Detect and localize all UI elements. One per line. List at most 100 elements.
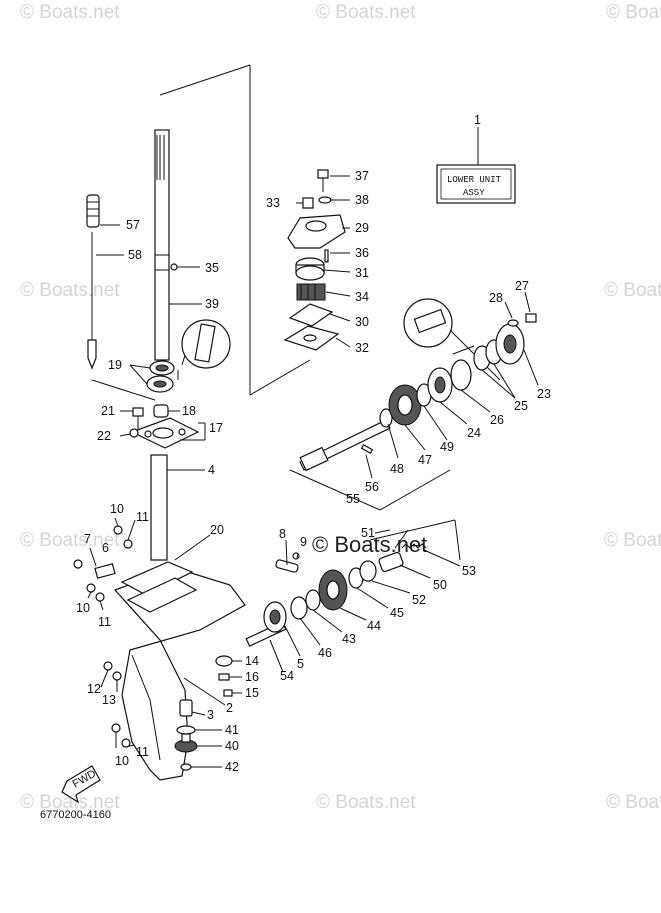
part-label-19: 19	[108, 358, 122, 372]
seal-16[interactable]	[218, 673, 230, 681]
bearing-5[interactable]	[263, 601, 287, 633]
part-label-11a: 11	[136, 510, 149, 524]
part-label-52: 52	[412, 593, 426, 607]
part-label-2: 2	[226, 701, 233, 715]
collar[interactable]	[153, 404, 169, 418]
part-label-46: 46	[318, 646, 332, 660]
shim-43[interactable]	[305, 589, 321, 611]
upper-gasket[interactable]	[120, 561, 198, 613]
shift-rod[interactable]	[87, 232, 97, 370]
shift-plunger[interactable]	[394, 529, 409, 549]
part-label-56: 56	[365, 480, 379, 494]
part-label-5: 5	[297, 657, 304, 671]
washer-22[interactable]	[129, 428, 139, 438]
part-label-54: 54	[280, 669, 294, 683]
pin[interactable]	[170, 263, 178, 271]
part-label-38: 38	[355, 193, 369, 207]
part-label-58: 58	[128, 248, 142, 262]
propeller-shaft[interactable]	[299, 419, 391, 472]
watermark: © Boats.net	[604, 530, 661, 551]
part-label-50: 50	[433, 578, 447, 592]
water-tube[interactable]	[150, 454, 168, 561]
spring-53[interactable]	[401, 543, 427, 549]
pump-housing[interactable]	[287, 214, 346, 249]
part-label-49: 49	[440, 440, 454, 454]
bushing-3[interactable]	[179, 699, 193, 717]
part-label-37: 37	[355, 169, 369, 183]
part-label-34: 34	[355, 290, 369, 304]
part-label-55: 55	[346, 492, 360, 506]
part-label-42: 42	[225, 760, 239, 774]
part-label-11b: 11	[98, 615, 111, 629]
pump-bolt[interactable]	[317, 169, 329, 192]
nut-42[interactable]	[180, 763, 192, 771]
reverse-gear[interactable]	[388, 384, 422, 426]
shim-46[interactable]	[290, 596, 308, 620]
grease-callout	[181, 319, 231, 369]
part-label-48: 48	[390, 462, 404, 476]
part-label-11c: 11	[136, 745, 149, 759]
plate-6[interactable]	[94, 563, 116, 579]
part-label-35: 35	[205, 261, 219, 275]
part-label-29: 29	[355, 221, 369, 235]
part-label-30: 30	[355, 315, 369, 329]
pump-gasket[interactable]	[288, 303, 334, 327]
screw-15[interactable]	[223, 689, 233, 697]
leader-lines	[87, 175, 539, 768]
screw-7[interactable]	[73, 559, 83, 569]
part-label-23: 23	[537, 387, 551, 401]
part-label-10b: 10	[76, 601, 90, 615]
part-label-7: 7	[84, 532, 91, 546]
part-label-39: 39	[205, 297, 219, 311]
washer-28[interactable]	[507, 319, 519, 327]
part-label-45: 45	[390, 606, 404, 620]
part-label-43: 43	[342, 632, 356, 646]
part-label-33: 33	[266, 196, 280, 210]
drive-shaft-bearings[interactable]	[146, 360, 175, 393]
forward-gear[interactable]	[318, 569, 348, 611]
spring-rubber[interactable]	[86, 194, 100, 228]
clutch-pin[interactable]	[275, 559, 299, 573]
o-ring-26[interactable]	[450, 359, 472, 391]
watermark: © Boats.net	[20, 280, 120, 301]
part-label-3: 3	[207, 708, 214, 722]
part-label-40: 40	[225, 739, 239, 753]
washer-48[interactable]	[379, 408, 393, 428]
part-label-31: 31	[355, 266, 369, 280]
insert-cartridge[interactable]	[295, 257, 325, 281]
watermark-center: © Boats.net	[312, 532, 427, 557]
pin-36[interactable]	[324, 249, 329, 263]
grommet-33[interactable]	[302, 197, 314, 209]
bolt-21[interactable]	[132, 407, 144, 430]
impeller[interactable]	[296, 283, 326, 301]
part-label-53: 53	[462, 564, 476, 578]
part-label-24: 24	[467, 426, 481, 440]
watermark: © Boats.net	[20, 2, 120, 23]
part-label-25a: 25	[514, 399, 528, 413]
part-label-6: 6	[102, 541, 109, 555]
washer-38[interactable]	[318, 196, 332, 204]
drive-shaft[interactable]	[154, 129, 170, 361]
bolt-27[interactable]	[525, 313, 537, 323]
shim-41[interactable]	[176, 725, 196, 735]
lower-unit-assy-box[interactable]: 1 LOWER UNIT ASSY	[436, 113, 516, 204]
part-label-20: 20	[210, 523, 224, 537]
outer-plate[interactable]	[283, 325, 340, 351]
seal-14[interactable]	[215, 655, 233, 667]
dog-clutch[interactable]	[378, 551, 404, 573]
part-label-18: 18	[182, 404, 196, 418]
bearing-24[interactable]	[427, 367, 453, 403]
pin-56[interactable]	[360, 443, 374, 455]
lower-case-cap[interactable]	[495, 323, 525, 365]
part-label-8: 8	[279, 527, 286, 541]
part-label-12: 12	[87, 682, 101, 696]
bearing-housing[interactable]	[130, 417, 200, 449]
watermark: © Boats.net	[20, 792, 120, 813]
part-label-32: 32	[355, 341, 369, 355]
part-label-9: 9	[300, 535, 307, 549]
part-label-47: 47	[418, 453, 432, 467]
clip-52[interactable]	[359, 560, 377, 582]
watermark: © Boats.net	[606, 2, 661, 23]
